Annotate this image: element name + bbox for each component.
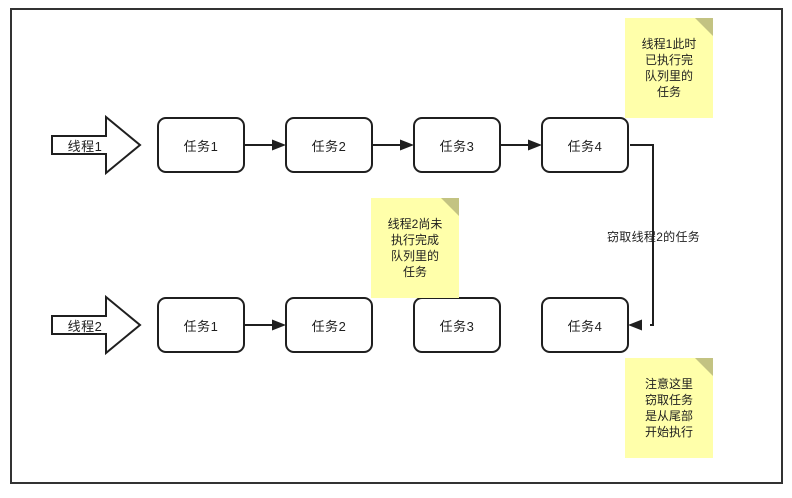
steal-connector-label: 窃取线程2的任务 (607, 230, 701, 244)
row1-task-1[interactable]: 任务1 (157, 117, 245, 173)
note-fold-icon (441, 198, 459, 216)
row2-task-1[interactable]: 任务1 (157, 297, 245, 353)
note-fold-icon (695, 358, 713, 376)
thread-arrow-2: 线程2 (50, 294, 142, 356)
sticky-note-thread2-pending: 线程2尚未 执行完成 队列里的 任务 (371, 198, 459, 298)
note-fold-icon (695, 18, 713, 36)
sticky-note-thread2-pending-text: 线程2尚未 执行完成 队列里的 任务 (387, 217, 443, 279)
thread-arrow-1: 线程1 (50, 114, 142, 176)
row2-task-3[interactable]: 任务3 (413, 297, 501, 353)
row2-task-4[interactable]: 任务4 (541, 297, 629, 353)
sticky-note-thread1-done-text: 线程1此时 已执行完 队列里的 任务 (641, 37, 697, 99)
sticky-note-steal-from-tail-text: 注意这里 窃取任务 是从尾部 开始执行 (644, 377, 693, 439)
row1-task-4[interactable]: 任务4 (541, 117, 629, 173)
sticky-note-thread1-done: 线程1此时 已执行完 队列里的 任务 (625, 18, 713, 118)
row1-task-2[interactable]: 任务2 (285, 117, 373, 173)
sticky-note-steal-from-tail: 注意这里 窃取任务 是从尾部 开始执行 (625, 358, 713, 458)
row1-task-3[interactable]: 任务3 (413, 117, 501, 173)
row2-task-2[interactable]: 任务2 (285, 297, 373, 353)
